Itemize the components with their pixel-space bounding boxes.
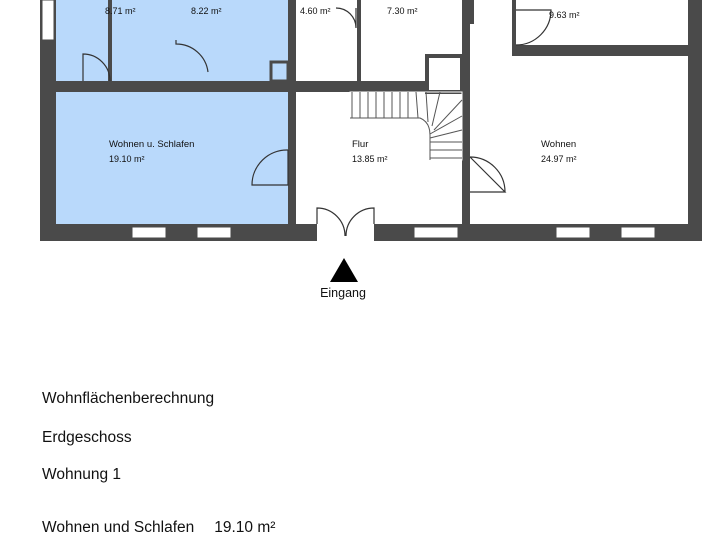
wall-west-flur — [288, 0, 296, 241]
window-3 — [413, 226, 459, 239]
room-wohnen-schlafen-area: 19.10 m² — [109, 154, 145, 164]
staircase — [349, 91, 463, 161]
entrance-door-left — [316, 207, 346, 237]
shaft-small — [269, 60, 290, 83]
window-4 — [555, 226, 591, 239]
entrance-label: Eingang — [320, 286, 366, 300]
entrance-arrow-icon — [330, 258, 358, 282]
stair-tread — [415, 91, 419, 119]
door-room-b — [175, 40, 209, 73]
calculation-floor: Erdgeschoss — [42, 429, 132, 446]
window-2 — [196, 226, 232, 239]
room-wohnen-schlafen-fill — [56, 92, 288, 224]
room-d-area: 7.30 m² — [387, 6, 418, 16]
floor-plan: 8.71 m² 8.22 m² 4.60 m² 7.30 m² 9.63 m² … — [40, 0, 702, 300]
room-a-fill — [56, 0, 108, 81]
door-wohnen — [469, 156, 507, 193]
room-flur-name: Flur — [352, 139, 368, 150]
wall-stub-top-right — [470, 0, 474, 24]
stair-tread — [429, 115, 463, 135]
outer-wall-right — [688, 0, 702, 241]
stair-tread — [433, 99, 463, 131]
stair-tread — [431, 91, 441, 127]
room-wohnen-schlafen-name: Wohnen u. Schlafen — [109, 139, 194, 150]
entrance-door-right — [345, 207, 375, 237]
stair-tread — [429, 129, 463, 139]
room-wohnen-area: 24.97 m² — [541, 154, 577, 164]
stair-well — [350, 117, 431, 160]
wall-between-a-b — [108, 0, 112, 81]
calculation-row-label: Wohnen und Schlafen — [42, 519, 195, 536]
door-swings — [82, 7, 552, 237]
room-b-area: 8.22 m² — [191, 6, 222, 16]
door-room-a — [82, 53, 111, 82]
wall-e-left — [512, 0, 516, 56]
room-flur-area: 13.85 m² — [352, 154, 388, 164]
wall-c-d — [357, 0, 361, 81]
room-b-fill — [112, 0, 288, 81]
window-5 — [620, 226, 656, 239]
wall-mid-horizontal-flur — [292, 81, 427, 92]
window-1 — [131, 226, 167, 239]
room-a-area: 8.71 m² — [105, 6, 136, 16]
stair-outline — [349, 91, 463, 161]
door-wohnen-schlafen — [251, 149, 289, 186]
calculation-row-value: 19.10 m² — [214, 519, 276, 536]
calculation-title: Wohnflächenberechnung — [42, 390, 215, 407]
entrance-opening — [317, 223, 374, 242]
room-wohnen-name: Wohnen — [541, 139, 576, 150]
door-room-e — [515, 9, 552, 46]
wall-mid-horizontal-right — [515, 45, 688, 56]
wall-east-flur — [462, 0, 470, 241]
calculation-row: Wohnen und Schlafen 19.10 m² — [42, 519, 275, 537]
outer-wall-left — [40, 0, 56, 241]
door-room-c — [335, 7, 357, 29]
window-left-top — [41, 0, 55, 41]
windows — [41, 0, 656, 242]
room-e-area: 9.63 m² — [549, 10, 580, 20]
room-labels: 8.71 m² 8.22 m² 4.60 m² 7.30 m² 9.63 m² … — [105, 6, 580, 300]
calculation-unit: Wohnung 1 — [42, 466, 121, 483]
room-c-area: 4.60 m² — [300, 6, 331, 16]
shaft-box — [425, 54, 464, 94]
stair-tread — [425, 91, 429, 123]
wall-e-mid-lower — [516, 45, 520, 56]
highlighted-rooms — [56, 0, 288, 224]
wall-mid-horizontal-left — [56, 81, 292, 92]
